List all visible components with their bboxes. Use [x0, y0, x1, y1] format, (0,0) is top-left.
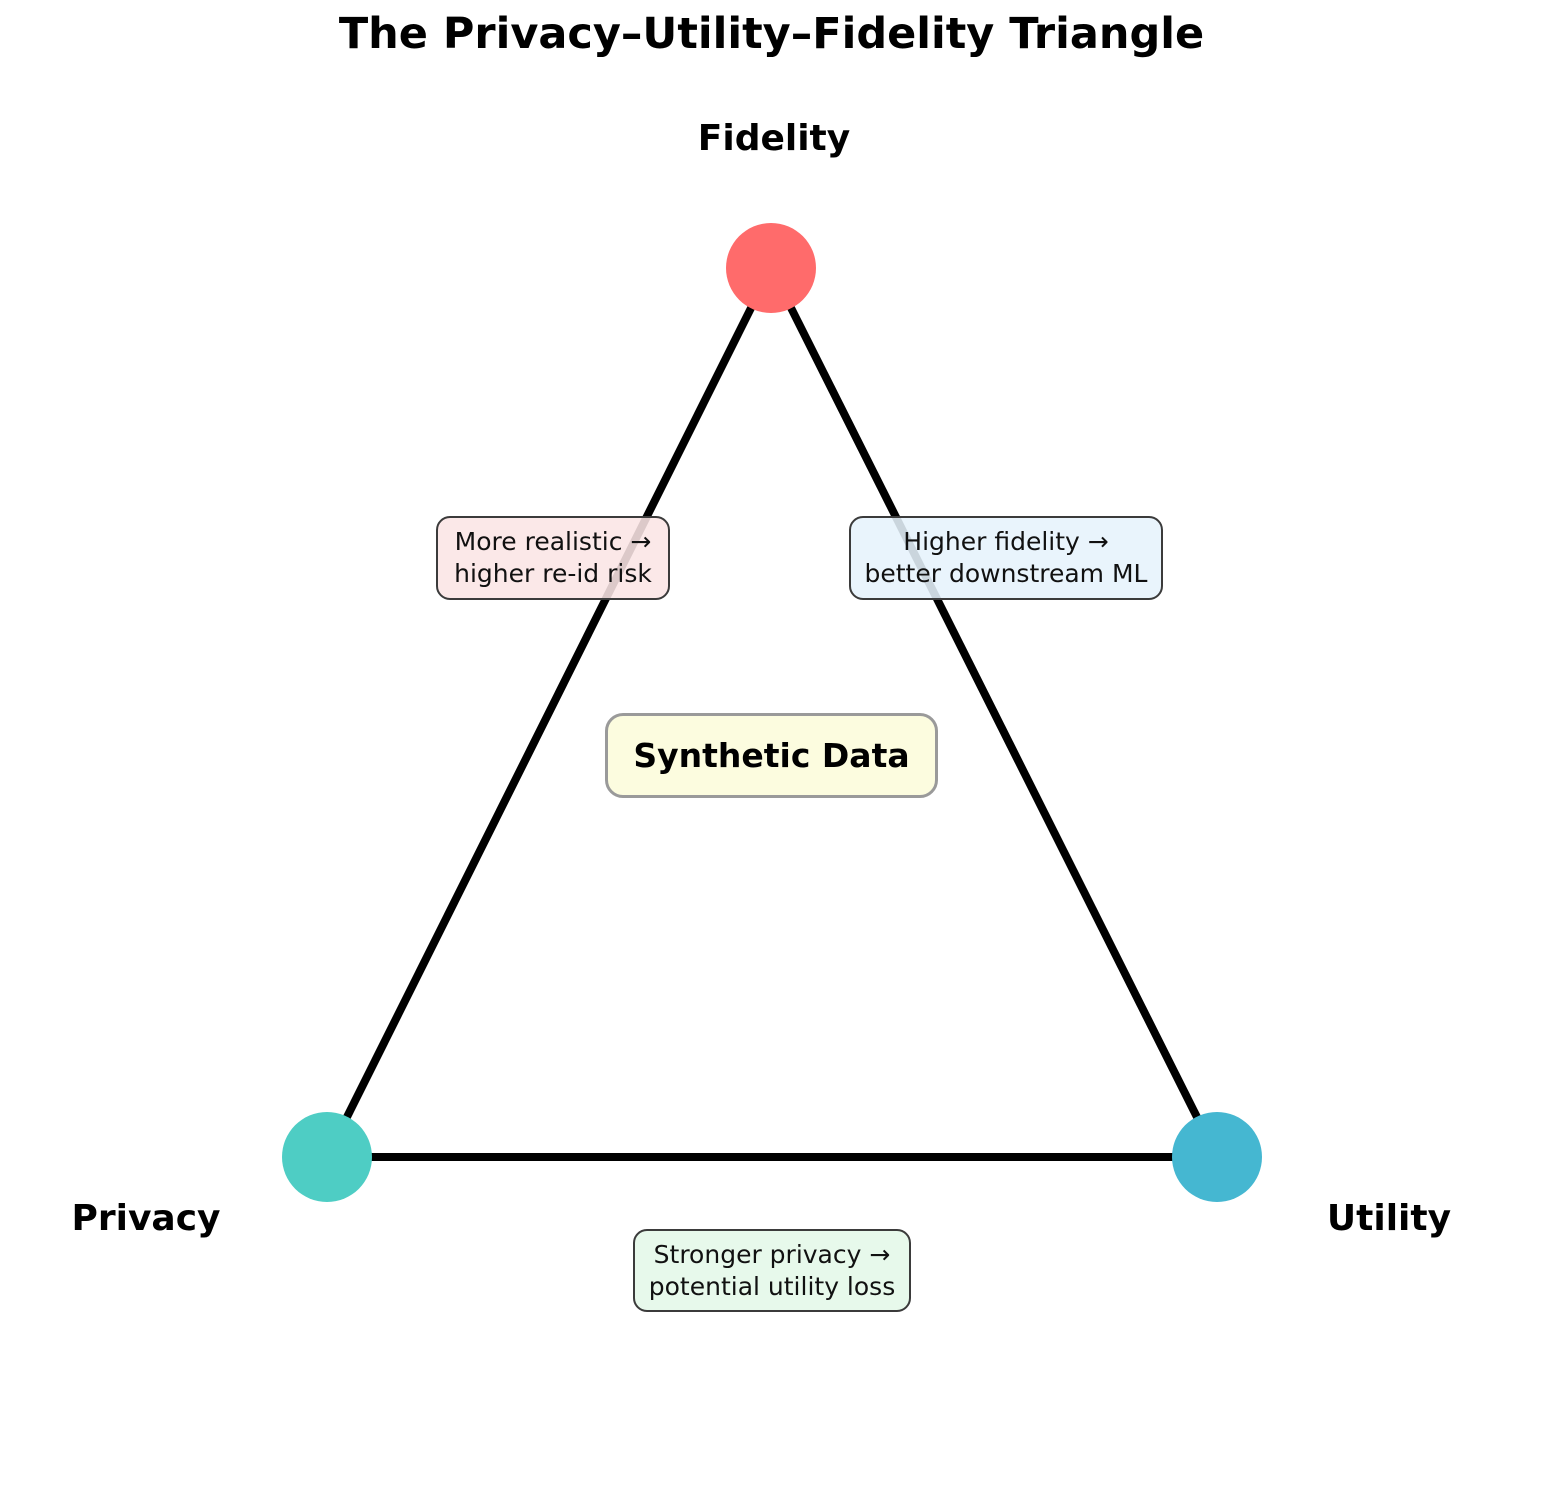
edge-label-left-line2: higher re-id risk — [454, 559, 652, 588]
edge-fidelity-privacy — [323, 266, 775, 1159]
vertex-label-fidelity: Fidelity — [697, 118, 851, 159]
center-label-box: Synthetic Data — [605, 713, 938, 798]
vertex-label-privacy: Privacy — [71, 1198, 221, 1239]
edge-label-right: Higher fidelity → better downstream ML — [849, 516, 1163, 600]
edge-label-bottom-line2: potential utility loss — [648, 1271, 896, 1301]
edge-label-bottom-line1: Stronger privacy → — [653, 1239, 891, 1269]
fidelity-node-circle — [726, 223, 816, 313]
center-label-text: Synthetic Data — [633, 736, 910, 775]
diagram-title: The Privacy–Utility–Fidelity Triangle — [338, 9, 1205, 59]
edge-fidelity-utility — [767, 266, 1221, 1159]
edge-label-left: More realistic → higher re-id risk — [436, 516, 670, 600]
edge-label-bottom: Stronger privacy → potential utility los… — [633, 1229, 911, 1312]
edge-label-right-line2: better downstream ML — [864, 559, 1148, 588]
privacy-node-circle — [282, 1112, 372, 1202]
vertex-label-utility: Utility — [1326, 1198, 1452, 1239]
edge-label-right-line1: Higher fidelity → — [903, 527, 1109, 556]
utility-node-circle — [1172, 1112, 1262, 1202]
edge-label-left-line1: More realistic → — [454, 527, 652, 556]
